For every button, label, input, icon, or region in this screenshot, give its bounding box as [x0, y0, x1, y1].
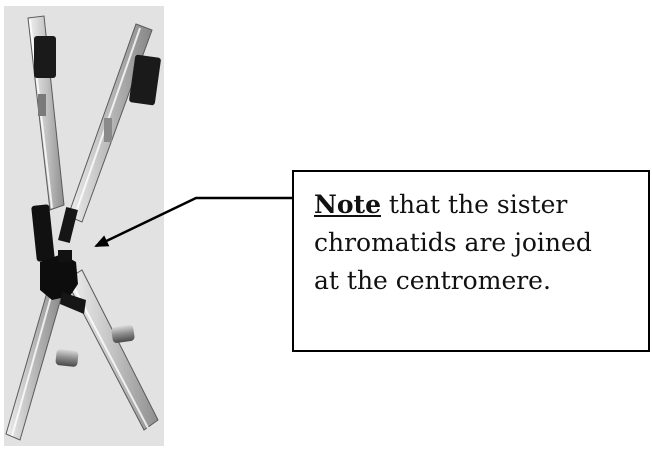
chromatid-band: [34, 36, 56, 78]
chromatid-band: [58, 207, 78, 243]
callout-text: Note that the sister chromatids are joine…: [314, 186, 636, 300]
callout-box: Note that the sister chromatids are joine…: [292, 170, 650, 352]
chromatid-band: [129, 54, 161, 106]
chromatid-band: [38, 94, 46, 116]
sister-chromatid-left: [27, 15, 159, 431]
callout-line-1-rest: that the sister: [380, 190, 568, 219]
chromatid-band: [104, 118, 112, 142]
chromatid-knob: [55, 349, 79, 367]
centromere: [40, 250, 86, 314]
pointer-arrow-icon: [94, 196, 292, 248]
callout-line-3: at the centromere.: [314, 266, 551, 295]
callout-keyword: Note: [314, 190, 381, 219]
sister-chromatid-right: [5, 23, 161, 441]
callout-line-2: chromatids are joined: [314, 228, 592, 257]
chromatid-knob: [111, 325, 135, 343]
chromatid-band: [31, 204, 55, 262]
